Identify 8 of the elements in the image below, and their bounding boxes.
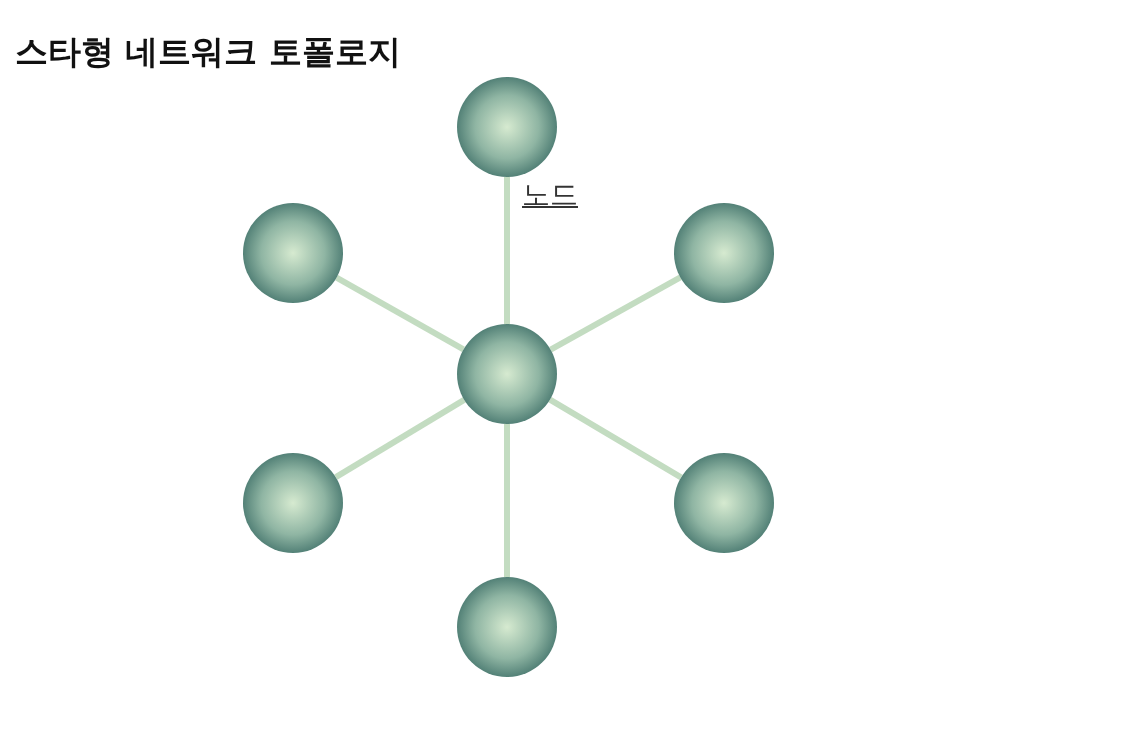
- connection-line: [334, 397, 466, 480]
- title: 스타형 네트워크 토폴로지: [15, 31, 401, 73]
- connection-line: [504, 177, 510, 324]
- connection-line: [335, 275, 465, 352]
- connection-line: [549, 274, 682, 353]
- connection-line: [504, 424, 510, 577]
- node-label: 노드: [522, 177, 578, 213]
- connection-line: [548, 396, 683, 481]
